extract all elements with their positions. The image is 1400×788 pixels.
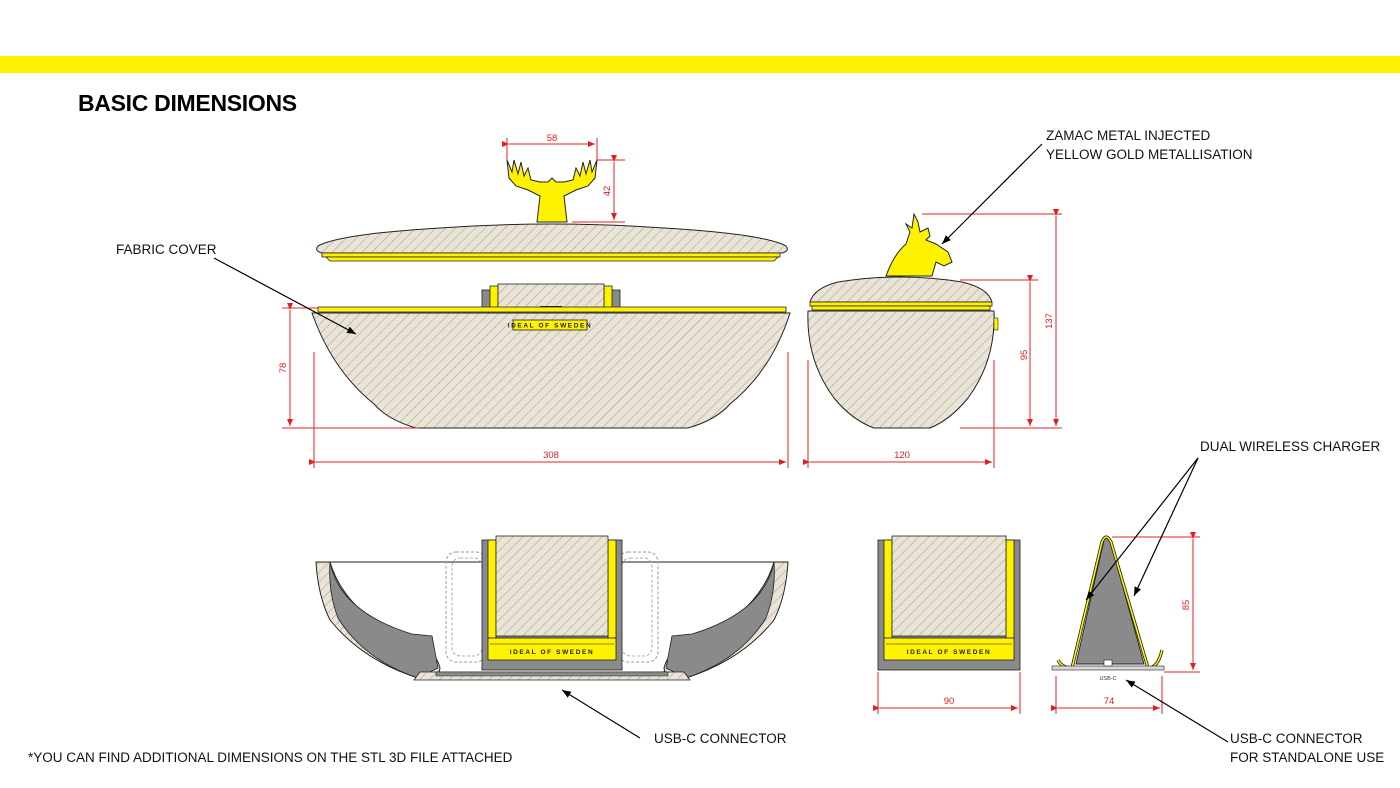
dim-antler-height: 42 [602,186,613,197]
section-brand-label: IDEAL OF SWEDEN [510,649,595,656]
callout-zamac: ZAMAC METAL INJECTED YELLOW GOLD METALLI… [1046,126,1253,164]
callout-usb-c-standalone-line2: FOR STANDALONE USE [1230,750,1385,765]
callout-zamac-line1: ZAMAC METAL INJECTED [1046,128,1211,143]
dim-side-total-height: 137 [1044,313,1055,329]
callout-fabric-cover: FABRIC COVER [116,242,217,257]
bowl-side [807,310,995,429]
front-brand-label: IDEAL OF SWEDEN [508,323,593,330]
callout-usb-c-standalone: USB-C CONNECTOR FOR STANDALONE USE [1230,729,1384,767]
leader-lines [213,143,1229,743]
dim-bowl-width: 308 [543,450,559,461]
front-dimensions [282,138,789,468]
charger-brand-label: IDEAL OF SWEDEN [907,649,992,656]
front-view: IDEAL OF SWEDEN 58 42 78 308 [278,133,791,468]
charger-block-front [481,283,621,309]
section-view: IDEAL OF SWEDEN [315,535,789,681]
callout-usb-c-standalone-line1: USB-C CONNECTOR [1230,731,1363,746]
dim-charger-front-width: 90 [944,696,955,707]
lid-side [809,276,993,303]
side-port [993,317,999,331]
usb-c-port-label: USB-C [1099,676,1116,682]
callout-zamac-line2: YELLOW GOLD METALLISATION [1046,147,1253,162]
footnote: *YOU CAN FIND ADDITIONAL DIMENSIONS ON T… [28,750,513,765]
stand-side-view: USB-C 85 74 [1051,532,1200,714]
page-title: BASIC DIMENSIONS [78,90,297,116]
dim-stand-depth: 74 [1104,696,1115,707]
bowl-front: IDEAL OF SWEDEN [311,306,791,429]
dim-side-body-height: 95 [1019,350,1030,361]
callout-usb-c-connector: USB-C CONNECTOR [654,731,787,746]
top-accent-bar [0,56,1400,73]
dim-antler-width: 58 [547,133,558,144]
callout-dual-charger: DUAL WIRELESS CHARGER [1200,439,1381,454]
dim-side-width: 120 [894,450,910,461]
side-dimensions [803,209,1062,468]
moose-head-topper [885,212,953,277]
charger-front-view: IDEAL OF SWEDEN 90 [873,535,1021,714]
dim-bowl-height: 78 [278,363,289,374]
side-view: 95 137 120 [803,209,1062,468]
dim-stand-height: 85 [1181,600,1192,611]
moose-antler-topper [506,159,598,223]
lid-front [316,223,788,262]
